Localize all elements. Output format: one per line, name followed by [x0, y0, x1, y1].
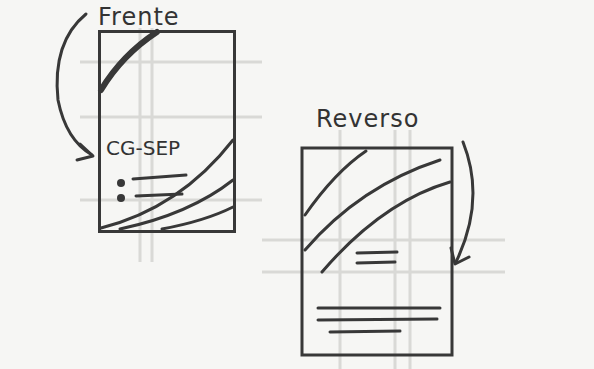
card-title: CG-SEP [106, 137, 180, 159]
side-label: Frente [98, 4, 180, 30]
card-front: CG-SEP [98, 30, 236, 233]
front-card-strokes [101, 32, 233, 229]
paper-grid [80, 28, 505, 369]
bullet-dots [117, 179, 125, 202]
pointer-arrows [57, 14, 473, 264]
side-label: Reverso [316, 106, 419, 132]
back-card [302, 148, 452, 355]
